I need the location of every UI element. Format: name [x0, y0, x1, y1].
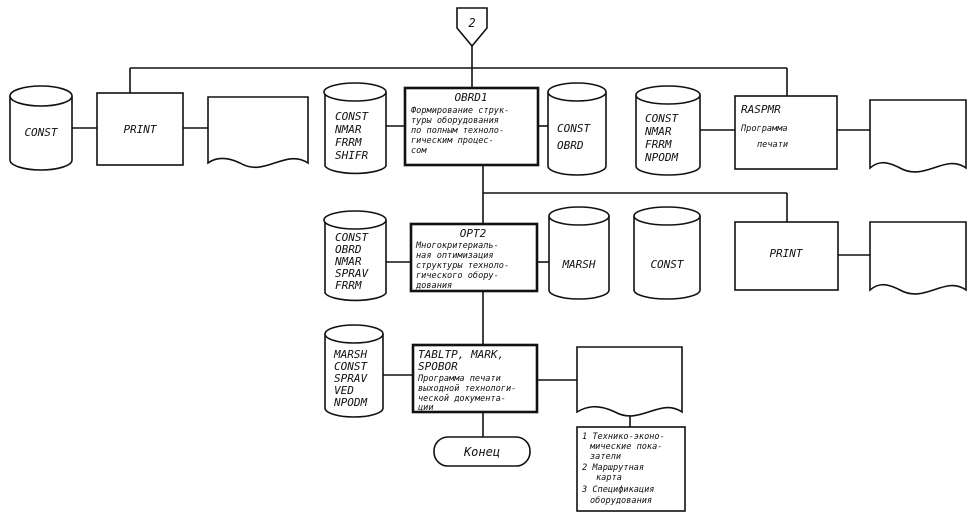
db-row3-inputs-line-5: NPODM	[333, 396, 367, 409]
db-row1-outputs-line-2: NMAR	[644, 125, 672, 138]
db-row1-inputs: CONST NMAR FRRM SHIFR	[323, 82, 387, 175]
db-row1-outputs-line-3: FRRM	[645, 138, 672, 151]
process-obrd1-desc-2: туры оборудования	[411, 115, 499, 126]
process-tabltp-desc-4: ции	[418, 403, 434, 413]
db-row2-inputs: CONST OBRD NMAR SPRAV FRRM	[323, 210, 387, 302]
process-tabltp: TABLTP, MARK, SPOBOR Программа печати вы…	[411, 343, 539, 414]
process-opt2-desc-2: ная оптимизация	[416, 251, 494, 261]
process-tabltp-title-1: TABLTP, MARK,	[418, 348, 504, 361]
offpage-connector: 2	[456, 7, 488, 48]
print-box-1-label: PRINT	[123, 123, 157, 136]
process-opt2: OPT2 Многокритериаль- ная оптимизация ст…	[409, 222, 539, 293]
db-row1-outputs-line-1: CONST	[645, 112, 679, 125]
print-box-2-label: PRINT	[769, 247, 803, 260]
document-output-1	[207, 96, 309, 169]
process-tabltp-desc-1: Программа печати	[417, 374, 501, 384]
document-output-2	[869, 99, 967, 173]
process-obrd1-desc-4: гическим процес-	[411, 136, 494, 146]
db-row2-inputs-line-1: CONST	[335, 231, 369, 244]
process-tabltp-title-2: SPOBOR	[418, 360, 458, 373]
process-obrd1: OBRD1 Формирование струк- туры оборудова…	[403, 86, 540, 167]
document-list-line-4: 2 Маршрутная	[582, 463, 644, 473]
process-opt2-desc-1: Многокритериаль-	[415, 241, 499, 251]
document-list-line-6: 3 Спецификация	[581, 485, 654, 495]
process-obrd1-desc-3: по полным техноло-	[411, 126, 504, 136]
process-obrd1-desc-5: сом	[411, 146, 427, 156]
db-row1-inputs-line-4: SHIFR	[335, 149, 368, 162]
process-opt2-desc-3: структуры техноло-	[416, 261, 509, 271]
process-opt2-desc-5: дования	[415, 281, 452, 291]
document-output-3	[869, 221, 967, 295]
db-row2-inputs-line-2: OBRD	[335, 243, 362, 256]
db-row1-inputs-line-2: NMAR	[334, 123, 362, 136]
document-output-4	[576, 346, 683, 417]
process-raspmr-title: RASPMR	[741, 103, 781, 116]
process-tabltp-desc-2: выходной технологи-	[418, 384, 516, 394]
db-const-row2: CONST	[633, 206, 701, 300]
db-obrd-line-2: OBRD	[557, 139, 584, 152]
db-const-row2-label: CONST	[650, 258, 684, 271]
db-row1-inputs-line-3: FRRM	[335, 136, 362, 149]
process-raspmr: RASPMR Программа печати	[734, 95, 838, 170]
process-opt2-title: OPT2	[460, 227, 487, 240]
print-box-2: PRINT	[734, 221, 839, 291]
connector-lines	[72, 46, 870, 437]
db-row1-outputs: CONST NMAR FRRM NPODM	[635, 85, 701, 176]
db-row3-inputs-line-3: SPRAV	[334, 372, 368, 385]
process-obrd1-title: OBRD1	[454, 91, 487, 104]
document-list-line-5: карта	[596, 473, 622, 483]
document-list-line-3: затели	[590, 452, 621, 462]
process-obrd1-desc-1: Формирование струк-	[411, 106, 509, 116]
db-const-label: CONST	[24, 126, 58, 139]
db-row1-outputs-line-4: NPODM	[644, 151, 678, 164]
process-raspmr-desc-2: печати	[757, 140, 788, 150]
db-marsh-label: MARSH	[561, 258, 595, 271]
db-row3-inputs-line-4: VED	[334, 384, 354, 397]
process-raspmr-desc-1: Программа	[740, 124, 788, 134]
db-row3-inputs-line-2: CONST	[334, 360, 368, 373]
connector-label: 2	[468, 16, 475, 30]
db-row3-inputs: MARSH CONST SPRAV VED NPODM	[324, 324, 384, 418]
db-obrd: CONST OBRD	[547, 82, 607, 176]
process-opt2-desc-4: гического обору-	[416, 270, 499, 281]
print-box-1: PRINT	[96, 92, 184, 166]
db-row2-inputs-line-3: NMAR	[334, 255, 362, 268]
document-list-line-2: мические пока-	[589, 442, 662, 452]
document-list-line-1: 1 Технико-эконо-	[582, 432, 665, 442]
terminator-end-label: Конец	[463, 445, 500, 459]
db-row1-inputs-line-1: CONST	[335, 110, 369, 123]
db-marsh: MARSH	[548, 206, 610, 300]
db-row2-inputs-line-5: FRRM	[335, 279, 362, 292]
document-list-line-7: оборудования	[590, 495, 652, 506]
db-row3-inputs-line-1: MARSH	[333, 348, 367, 361]
db-row2-inputs-line-4: SPRAV	[335, 267, 369, 280]
terminator-end: Конец	[433, 436, 531, 467]
document-list: 1 Технико-эконо- мические пока- затели 2…	[576, 426, 686, 512]
db-const-left: CONST	[9, 85, 73, 171]
db-obrd-line-1: CONST	[557, 122, 591, 135]
process-tabltp-desc-3: ческой документа-	[418, 394, 506, 404]
